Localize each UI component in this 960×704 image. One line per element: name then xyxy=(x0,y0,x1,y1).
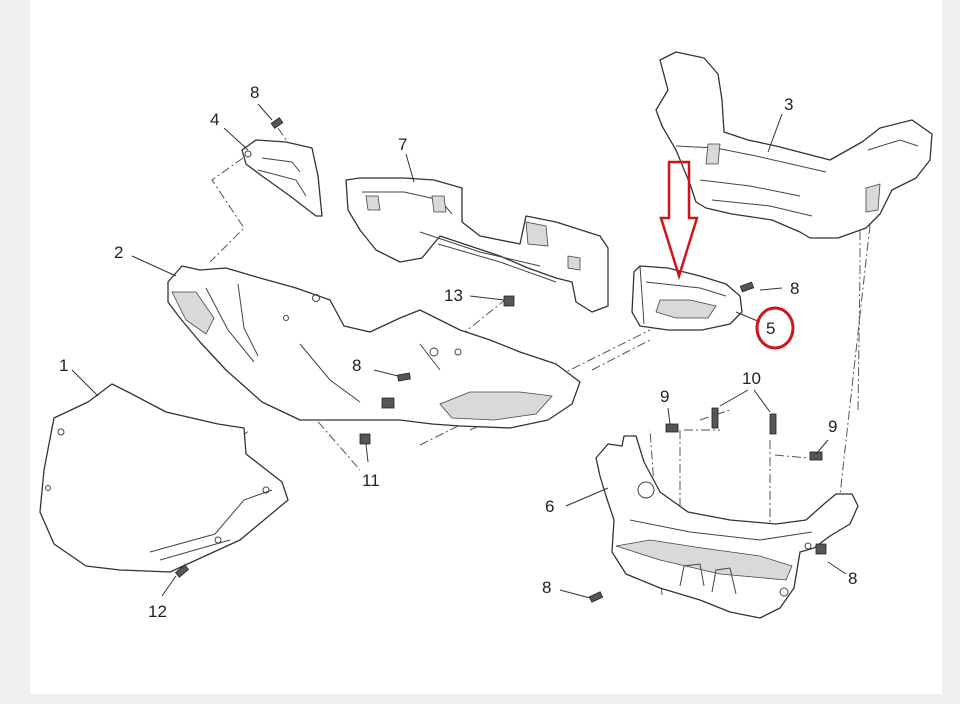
part-1-front-shield xyxy=(39,383,289,573)
callout-4: 4 xyxy=(210,110,219,129)
part-4-small-cover xyxy=(241,139,323,217)
callout-11: 11 xyxy=(362,471,380,490)
callout-13: 13 xyxy=(444,286,463,305)
callout-8-center: 8 xyxy=(352,356,361,375)
highlight-circle-icon xyxy=(755,306,795,350)
callout-9-left: 9 xyxy=(660,387,669,406)
part-5-side-panel xyxy=(631,265,743,331)
callout-9-right: 9 xyxy=(828,417,837,436)
callout-8-right: 8 xyxy=(790,279,799,298)
callout-1: 1 xyxy=(59,356,68,375)
callout-10: 10 xyxy=(742,369,761,388)
part-2-upper-cover xyxy=(167,265,581,429)
leader-lines xyxy=(71,103,847,599)
part-7-dashboard-support xyxy=(345,177,609,313)
part-3-rear-cover xyxy=(655,51,933,239)
callout-3: 3 xyxy=(784,95,793,114)
callout-2: 2 xyxy=(114,243,123,262)
callout-8-bottom-left: 8 xyxy=(542,578,551,597)
callout-7: 7 xyxy=(398,135,407,154)
callout-8-top: 8 xyxy=(250,83,259,102)
callout-12: 12 xyxy=(148,602,167,621)
callout-5: 5 xyxy=(766,319,775,338)
callout-labels: 1 2 3 4 5 6 7 8 8 8 8 8 9 9 10 11 12 13 xyxy=(59,83,857,621)
callout-8-bottom-right: 8 xyxy=(848,569,857,588)
down-arrow-icon xyxy=(659,160,699,281)
callout-6: 6 xyxy=(545,497,554,516)
highlight-markings xyxy=(659,160,795,350)
fasteners xyxy=(174,117,827,603)
part-6-lower-bracket xyxy=(595,435,859,619)
